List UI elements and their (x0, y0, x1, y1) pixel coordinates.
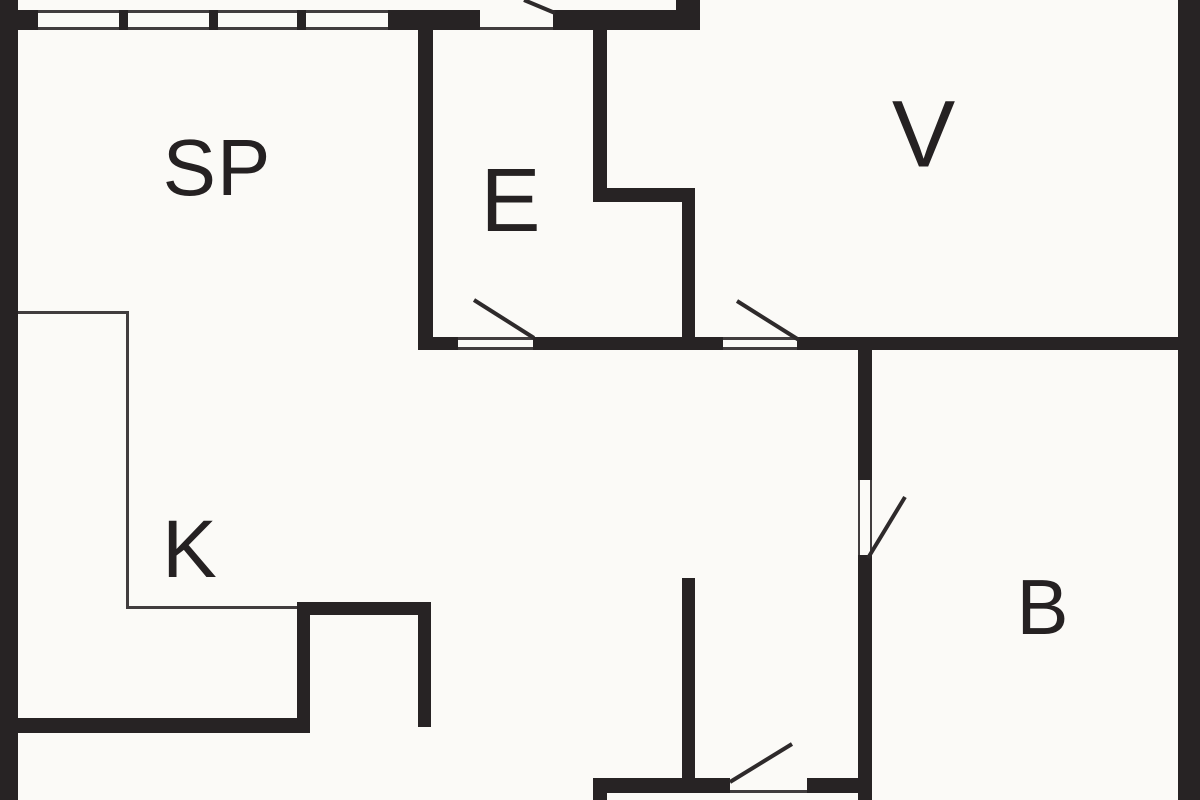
wall-hall-corner-stub (593, 793, 607, 800)
wall-top-stub-north (676, 0, 700, 12)
v-room-door-swing-icon (735, 299, 801, 342)
wall-hall-south-east (807, 778, 860, 793)
window-mullion-1 (119, 10, 128, 30)
wall-top-corner-block (18, 10, 38, 30)
wall-hall-south-west (593, 778, 730, 793)
v-door-threshold-outer (723, 337, 797, 340)
wall-hall-partition (682, 578, 695, 793)
wall-mid-segment-west (418, 337, 458, 350)
wall-b-west-upper (858, 350, 872, 480)
room-label-e: E (480, 151, 542, 251)
wall-kitchen-south (18, 718, 310, 733)
wall-e-east (682, 188, 695, 350)
wall-mid-segment-center (533, 337, 723, 350)
kitchen-counter-line-east (126, 311, 129, 609)
room-label-b: B (1016, 563, 1070, 651)
window-mullion-2 (209, 10, 218, 30)
wall-e-step (593, 188, 695, 202)
b-door-jamb-west (858, 480, 860, 555)
hall-door-threshold (730, 790, 807, 793)
wall-e-north (593, 30, 607, 202)
hall-door-swing-icon (728, 742, 794, 784)
v-door-threshold-inner (723, 347, 797, 350)
kitchen-counter-line-north (18, 311, 128, 314)
wall-b-west-lower (858, 555, 872, 800)
wall-kitchen-u-top (297, 602, 431, 615)
e-room-door-swing-icon (472, 298, 536, 340)
room-label-sp: SP (162, 123, 272, 212)
wall-top-segment-west (388, 10, 480, 30)
window-mullion-3 (297, 10, 306, 30)
wall-exterior-right (1178, 0, 1200, 800)
wall-mid-segment-east (797, 337, 1178, 350)
e-door-threshold-outer (458, 337, 533, 340)
kitchen-counter-line-south (126, 606, 301, 609)
b-door-jamb-east (870, 480, 872, 555)
wall-exterior-left (0, 0, 18, 800)
room-label-v: V (891, 81, 957, 188)
entrance-door-threshold (480, 27, 553, 30)
room-label-k: K (162, 504, 218, 595)
wall-sp-east (418, 30, 433, 338)
entrance-door-swing-icon (523, 0, 556, 15)
e-door-threshold-inner (458, 347, 533, 350)
wall-top-segment-east (553, 10, 700, 30)
wall-kitchen-u-west (297, 602, 310, 733)
wall-kitchen-u-east (418, 602, 431, 727)
b-room-door-swing-icon (866, 495, 907, 560)
